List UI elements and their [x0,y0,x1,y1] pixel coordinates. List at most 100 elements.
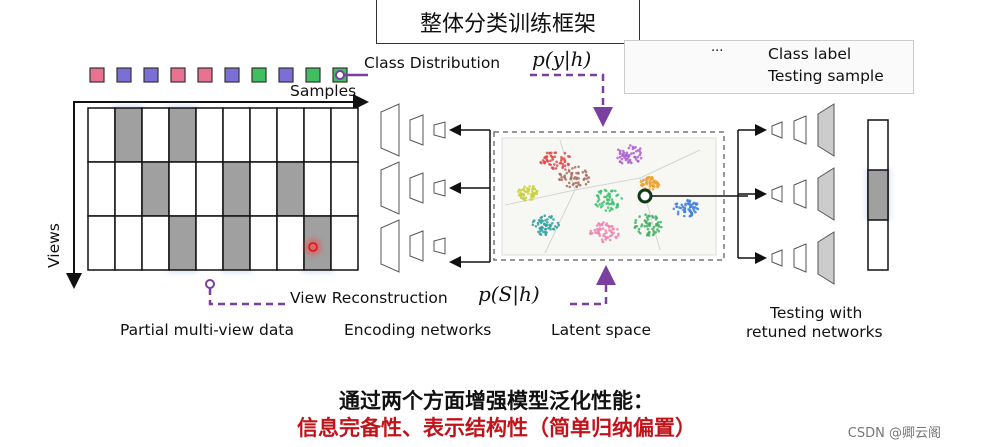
latent-point [692,209,696,212]
latent-point [533,188,537,191]
latent-point [637,230,641,233]
latent-point [583,177,586,180]
latent-point [577,171,580,175]
latent-point [551,222,554,225]
latent-point [655,184,659,188]
latent-point [645,176,649,180]
latent-point [536,221,540,225]
latent-point [552,167,555,171]
latent-point [627,153,631,157]
class-probability: p(y|h) [532,47,592,71]
latent-point [541,159,545,162]
latent-point [541,226,544,229]
latent-point [548,225,552,228]
latent-point [552,228,556,231]
latent-point [646,233,650,236]
latent-point [605,202,608,205]
testing-highlight [305,239,321,255]
latent-point [553,155,556,158]
latent-point [542,230,545,234]
latent-point [692,201,696,205]
latent-point [610,198,614,201]
latent-point [688,215,692,218]
latent-point [615,236,618,239]
latent-point [616,193,620,197]
latent-point [591,232,594,235]
latent-point [523,190,527,193]
latent-point [558,172,561,176]
latent-point [643,224,646,228]
latent-point [636,155,640,159]
view-cell-missing [168,215,197,271]
latent-point [604,209,608,212]
latent-point [527,192,530,195]
latent-point [551,158,554,161]
latent-point [639,156,643,160]
latent-point [599,228,603,231]
latent-point [564,178,568,181]
latent-point [690,211,694,215]
latent-point [622,151,626,155]
testing-sample-marker [637,188,653,204]
latent-point [558,178,561,181]
latent-point [604,223,608,227]
latent-point [535,190,538,193]
latent-point [531,220,535,223]
latent-point [626,161,630,164]
class-label-square [305,67,321,83]
latent-point [633,226,637,229]
latent-space [493,131,748,261]
latent-point [648,224,651,228]
latent-point [567,155,570,158]
view-cell-missing [276,161,305,217]
latent-point [691,205,695,209]
latent-point [597,198,601,201]
latent-point [634,221,637,224]
latent-point [531,223,535,226]
latent-point [616,204,620,207]
latent-point [539,230,542,233]
latent-point [589,232,592,235]
latent-point [555,160,558,164]
latent-point [583,169,587,172]
latent-point [570,171,574,175]
view-cell [114,215,143,271]
latent-point [596,230,600,233]
latent-point [606,206,610,209]
latent-point [636,159,640,163]
view-cell-missing [168,107,197,163]
view-cell [141,107,170,163]
latent-point [543,160,547,164]
latent-point [611,227,614,231]
latent-point [639,147,642,150]
latent-point [564,168,567,171]
view-cell-missing [114,107,143,163]
latent-point [638,153,642,157]
latent-point [547,227,550,230]
latent-point [621,154,624,157]
latent-point [617,148,620,152]
latent-point [549,163,552,167]
latent-point [552,218,555,221]
latent-point [558,161,562,165]
latent-point [600,238,604,241]
latent-point [546,159,549,163]
latent-point [531,198,534,201]
latent-point [612,231,615,235]
latent-point [639,232,642,235]
latent-point [688,200,691,203]
latent-point [688,209,692,212]
latent-point [525,187,529,190]
latent-point [630,152,633,155]
latent-point [519,189,523,192]
latent-point [675,202,679,205]
latent-point [595,224,599,227]
latent-point [545,151,549,155]
latent-point [541,219,544,223]
latent-point [654,215,658,218]
latent-point [615,206,618,209]
latent-point [660,225,663,229]
latent-point [616,234,620,237]
latent-point [655,180,658,183]
latent-point [629,160,632,164]
